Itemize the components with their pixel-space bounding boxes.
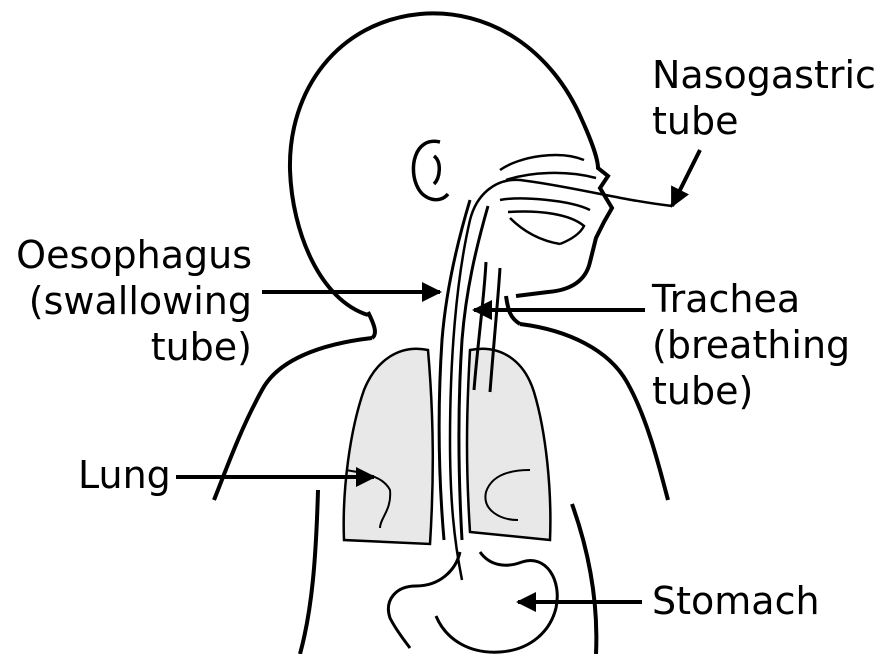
- label-line: Oesophagus: [0, 232, 252, 278]
- label-lung: Lung: [78, 452, 171, 498]
- label-line: (swallowing: [0, 278, 252, 324]
- label-line: tube): [0, 324, 252, 370]
- label-nasogastric-tube: Nasogastric tube: [652, 52, 876, 144]
- label-stomach: Stomach: [652, 578, 820, 624]
- label-line: Lung: [78, 452, 171, 498]
- right-torso-side: [572, 504, 596, 654]
- label-trachea: Trachea (breathing tube): [652, 276, 850, 414]
- left-torso-side: [300, 490, 318, 654]
- label-line: Nasogastric: [652, 52, 876, 98]
- left-lung: [344, 349, 433, 544]
- label-line: Stomach: [652, 578, 820, 624]
- oral-cavity: [500, 198, 590, 244]
- label-oesophagus: Oesophagus (swallowing tube): [0, 232, 252, 370]
- ear: [413, 141, 448, 199]
- nasal-cavity: [500, 155, 596, 180]
- nasogastric-arrow: [672, 150, 700, 206]
- label-line: (breathing: [652, 322, 850, 368]
- label-line: Trachea: [652, 276, 850, 322]
- label-line: tube): [652, 368, 850, 414]
- label-line: tube: [652, 98, 876, 144]
- right-lung: [467, 349, 550, 540]
